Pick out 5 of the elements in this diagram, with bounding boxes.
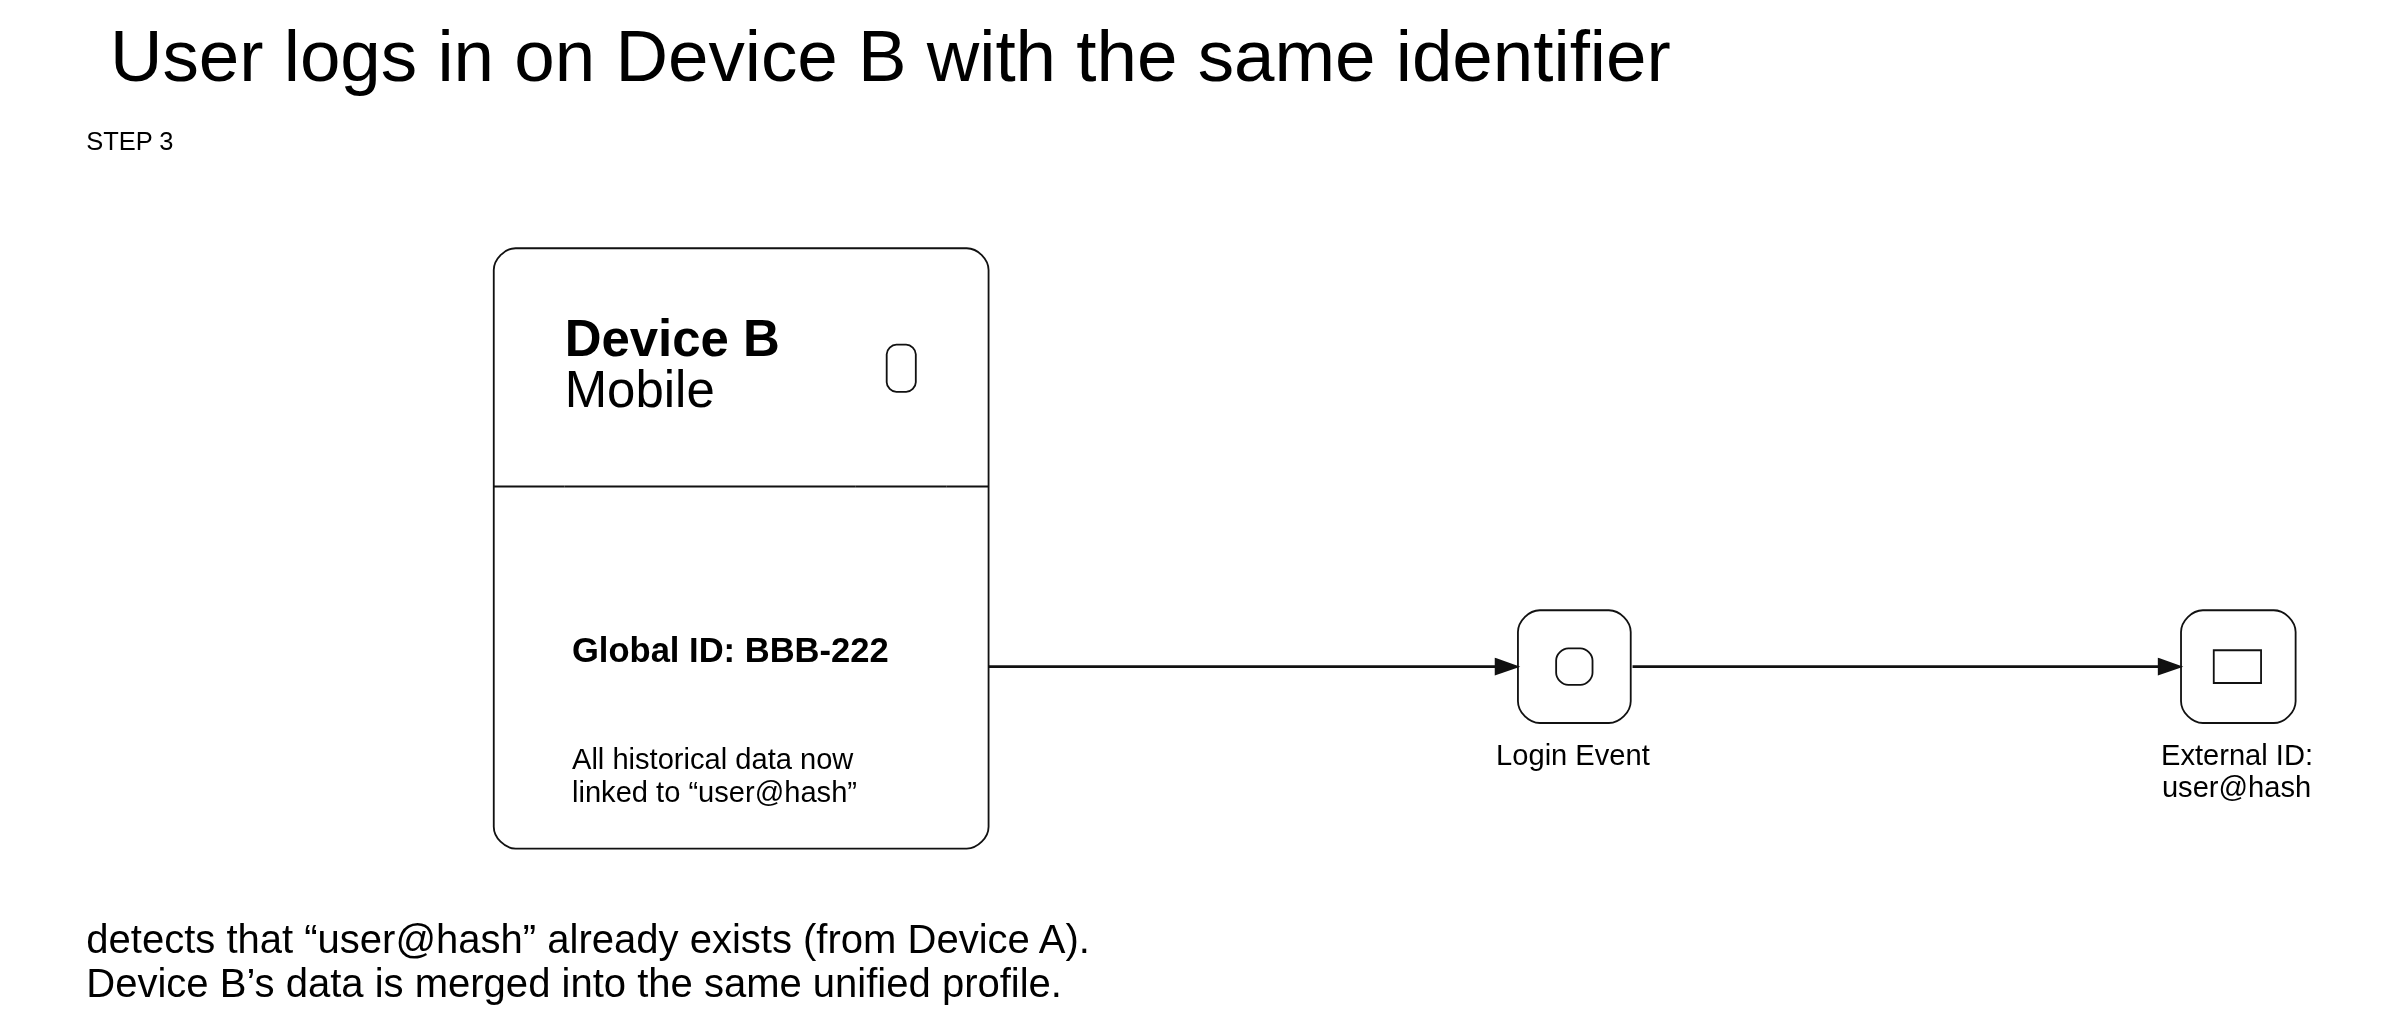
label: STEP 3 [85, 127, 174, 156]
node-label: External ID: user@hash [2160, 738, 2313, 804]
node-label: Login Event [1495, 738, 1650, 771]
diagram-title: User logs in on Device B with the same identifier [109, 14, 1671, 96]
caption: detects that “user@hash” already exists (from Device A). Device B’s data is merged into the same unified profile. [85, 917, 1090, 1005]
